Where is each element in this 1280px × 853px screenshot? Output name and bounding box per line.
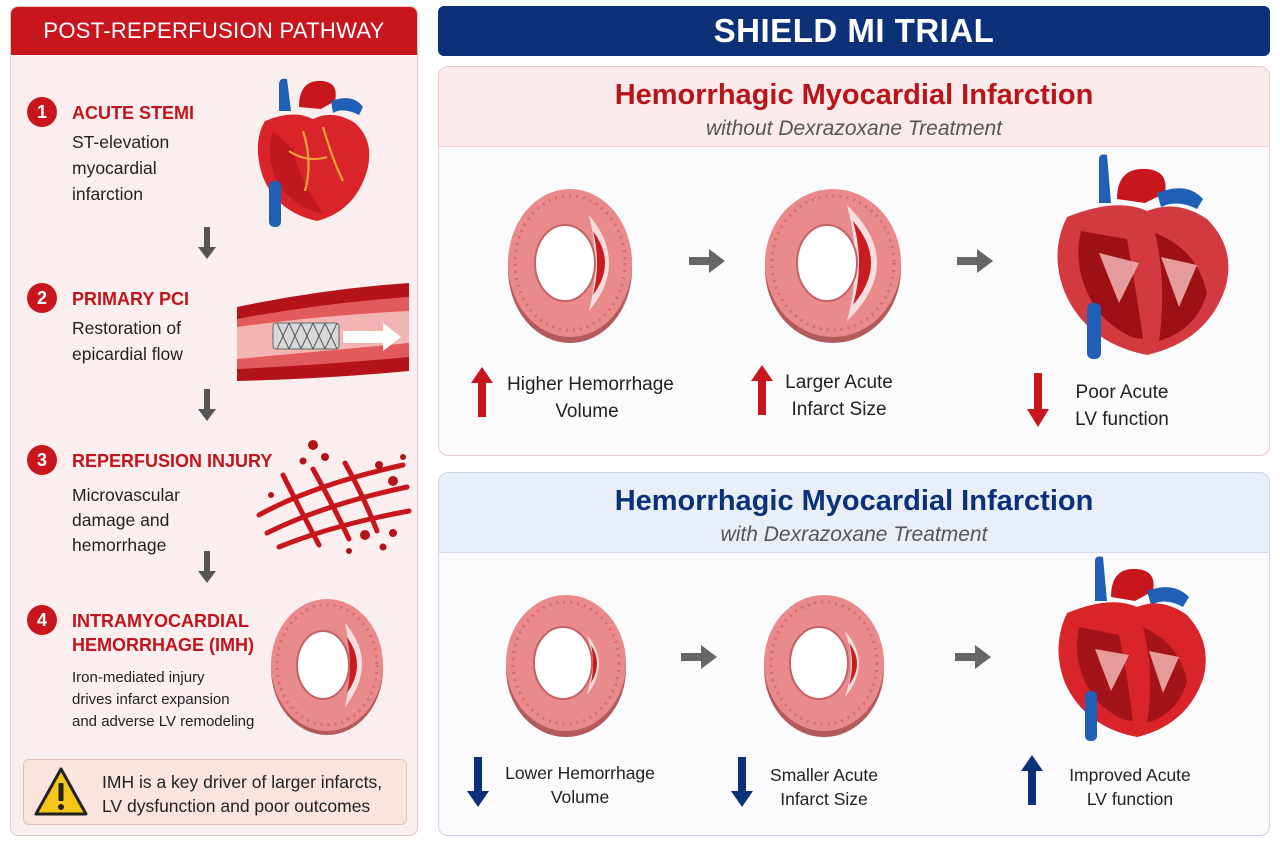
heart-icon [1058, 556, 1206, 741]
arrow-right-icon [681, 645, 717, 669]
outcome-label: Higher Hemorrhage Volume [507, 374, 674, 422]
warning-icon [34, 767, 88, 816]
myocardium-ring-icon [271, 599, 383, 735]
panel-subtitle: with Dexrazoxane Treatment [720, 523, 988, 546]
pathway-panel: POST-REPERFUSION PATHWAY 1 ACUTE STEMI S… [10, 6, 418, 836]
step-title: ACUTE STEMI [72, 103, 195, 123]
panel-with-treatment: Hemorrhagic Myocardial Infarction with D… [438, 472, 1270, 836]
arrow-down-icon [1027, 373, 1049, 427]
panel-header: Hemorrhagic Myocardial Infarction withou… [439, 67, 1269, 147]
step-number: 3 [27, 445, 57, 475]
heart-icon [257, 78, 370, 227]
arrow-right-icon [689, 249, 725, 273]
step-number: 1 [27, 97, 57, 127]
myocardium-ring-icon [765, 189, 901, 343]
arrow-down-icon [198, 227, 216, 259]
step-number: 4 [27, 605, 57, 635]
outcome-label: Larger Acute Infarct Size [785, 372, 893, 420]
panel-title: Hemorrhagic Myocardial Infarction [614, 79, 1094, 111]
heart-icon [1057, 154, 1229, 359]
arrow-up-icon [751, 365, 773, 415]
outcome-label: Lower Hemorrhage Volume [505, 763, 655, 807]
panel-title: Hemorrhagic Myocardial Infarction [614, 485, 1094, 517]
arrow-down-icon [467, 757, 489, 807]
step-title: PRIMARY PCI [72, 289, 190, 309]
panel-without-treatment: Hemorrhagic Myocardial Infarction withou… [438, 66, 1270, 456]
arrow-up-icon [1021, 755, 1043, 805]
arrow-up-icon [471, 367, 493, 417]
arrow-down-icon [198, 389, 216, 421]
step-number: 2 [27, 283, 57, 313]
outcome-label: Improved Acute LV function [1069, 765, 1191, 809]
warning-text: IMH is a key driver of larger infarcts, … [102, 772, 383, 816]
trial-title: SHIELD MI TRIAL [438, 6, 1270, 56]
step-description: ST-elevation myocardial infarction [72, 132, 170, 204]
step-title: REPERFUSION INJURY [72, 451, 273, 471]
step-description: Restoration of epicardial flow [72, 318, 183, 364]
panel-header: Hemorrhagic Myocardial Infarction with D… [439, 473, 1269, 553]
arrow-right-icon [955, 645, 991, 669]
panel-subtitle: without Dexrazoxane Treatment [705, 117, 1003, 140]
warning-callout: IMH is a key driver of larger infarcts, … [23, 759, 407, 825]
step-description: Microvascular damage and hemorrhage [72, 485, 180, 555]
stent-icon [237, 283, 409, 381]
pathway-header: POST-REPERFUSION PATHWAY [11, 7, 417, 55]
arrow-down-icon [731, 757, 753, 807]
myocardium-ring-icon [508, 189, 632, 343]
microvascular-icon [256, 440, 412, 554]
arrow-down-icon [198, 551, 216, 583]
step-description: Iron-mediated injury drives infarct expa… [72, 669, 255, 730]
arrow-right-icon [957, 249, 993, 273]
step-title: INTRAMYOCARDIAL HEMORRHAGE (IMH) [72, 611, 254, 655]
outcome-label: Poor Acute LV function [1075, 382, 1169, 430]
outcome-label: Smaller Acute Infarct Size [770, 765, 878, 809]
myocardium-ring-icon [764, 595, 884, 737]
myocardium-ring-icon [506, 595, 626, 737]
